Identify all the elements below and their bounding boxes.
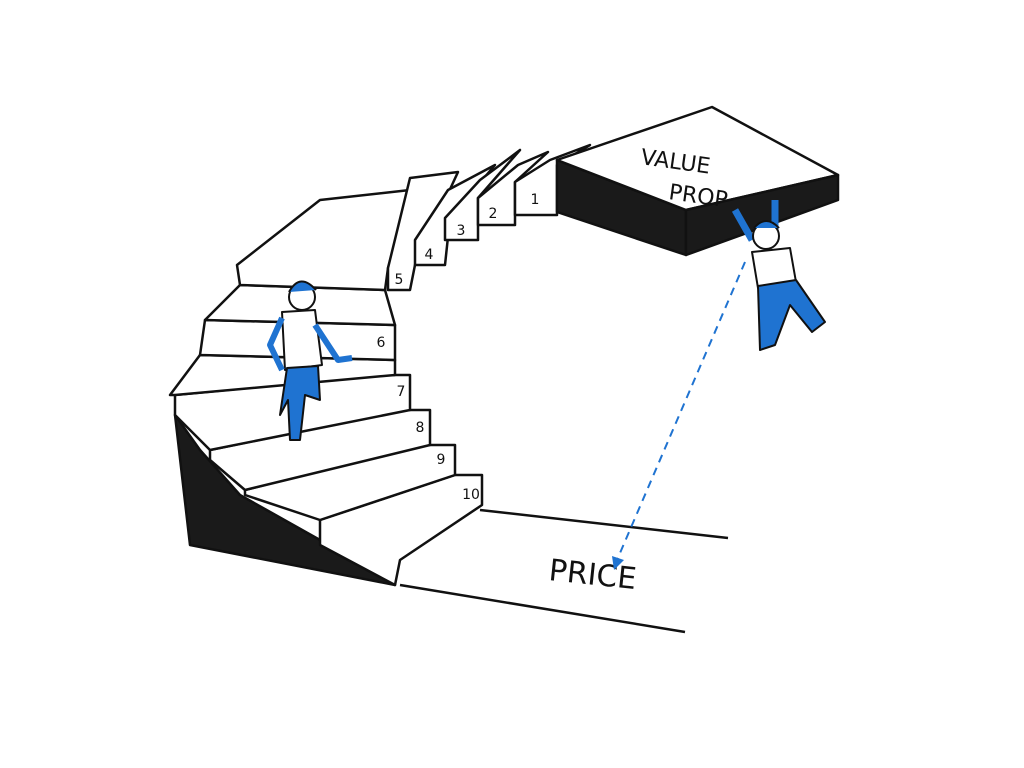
step-10 xyxy=(318,473,484,587)
step-number: 6 xyxy=(377,335,386,351)
step-number: 9 xyxy=(437,452,446,468)
step-number: 1 xyxy=(531,192,540,208)
step-number: 5 xyxy=(395,272,404,288)
step-number: 4 xyxy=(425,247,434,263)
floor-line-front xyxy=(399,583,686,634)
step-number: 3 xyxy=(457,223,466,239)
step-number: 7 xyxy=(397,384,406,400)
step-number: 10 xyxy=(462,487,480,503)
walking-person xyxy=(267,280,353,441)
step-6 xyxy=(168,353,397,397)
floor-line-back xyxy=(479,508,729,540)
step-number-labels: 1 2 3 4 5 6 7 8 9 10 xyxy=(377,192,540,503)
landing xyxy=(235,188,412,292)
platform-front xyxy=(684,173,840,257)
drop-dashed-line xyxy=(616,261,746,561)
hanging-person xyxy=(731,200,826,351)
step-number: 8 xyxy=(416,420,425,436)
drop-arrow-icon xyxy=(612,556,624,570)
step-number: 2 xyxy=(489,206,498,222)
floor-label-price: PRICE xyxy=(547,553,638,597)
